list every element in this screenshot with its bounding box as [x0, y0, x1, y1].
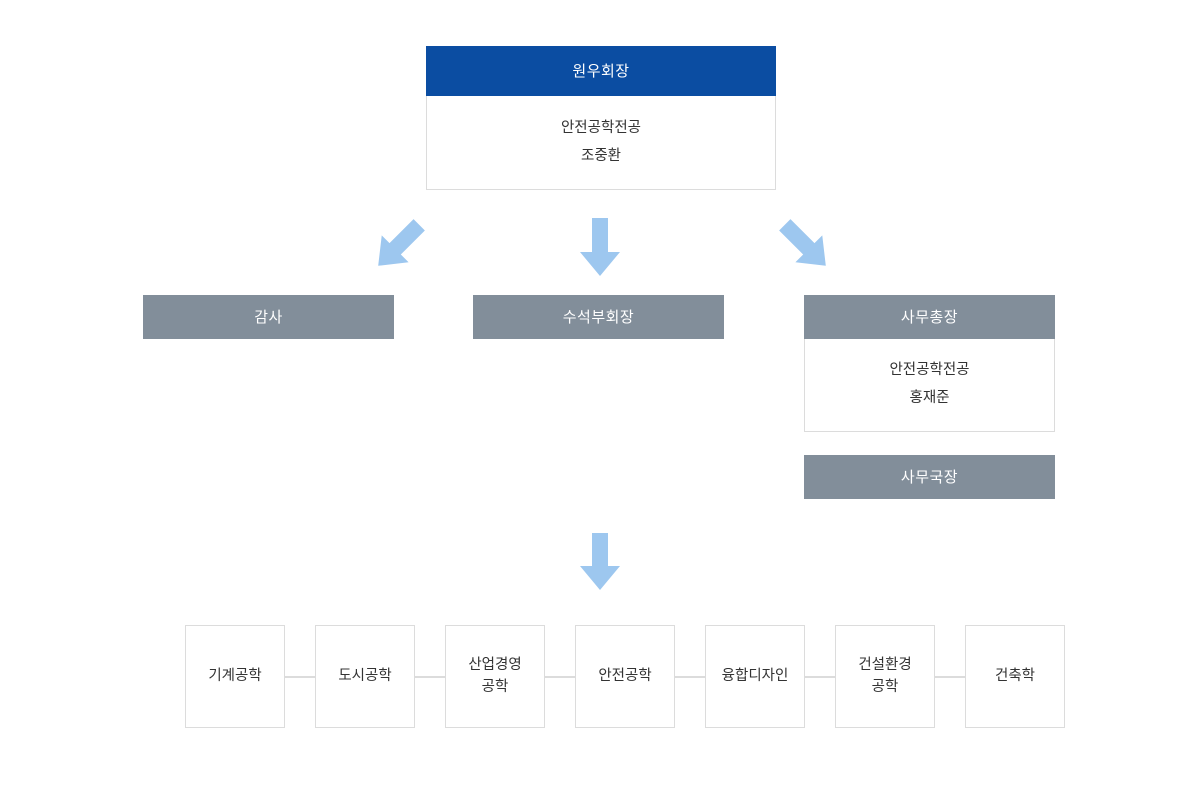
president-major: 안전공학전공 — [560, 119, 642, 136]
department-box[interactable]: 건축학 — [965, 625, 1065, 728]
department-label: 안전공학 — [598, 667, 652, 684]
office-director-title: 사무국장 — [804, 455, 1055, 499]
arrow-to-departments — [579, 533, 621, 591]
department-box[interactable]: 도시공학 — [315, 625, 415, 728]
president-title: 원우회장 — [426, 46, 776, 96]
auditor-title: 감사 — [143, 295, 394, 339]
node-office-director[interactable]: 사무국장 — [804, 455, 1055, 499]
node-vice-president[interactable]: 수석부회장 — [473, 295, 724, 339]
arrow-to-auditor — [368, 216, 428, 276]
president-body: 안전공학전공 조중환 — [426, 96, 776, 190]
secretary-general-name: 홍재준 — [909, 390, 950, 406]
department-label: 도시공학 — [338, 667, 392, 684]
department-box[interactable]: 기계공학 — [185, 625, 285, 728]
node-secretary-general[interactable]: 사무총장 안전공학전공 홍재준 — [804, 295, 1055, 432]
department-label: 건축학 — [994, 667, 1036, 684]
department-connector — [415, 675, 445, 678]
department-box[interactable]: 융합디자인 — [705, 625, 805, 728]
department-connector — [675, 675, 705, 678]
arrow-to-secretary-general — [776, 216, 836, 276]
department-label: 융합디자인 — [721, 667, 789, 684]
department-connector — [935, 675, 965, 678]
arrow-to-vice-president — [579, 218, 621, 278]
secretary-general-major: 안전공학전공 — [889, 362, 970, 379]
department-connector — [545, 675, 575, 678]
department-label: 기계공학 — [208, 667, 262, 684]
president-name: 조중환 — [580, 147, 622, 164]
node-auditor[interactable]: 감사 — [143, 295, 394, 339]
department-connector — [805, 675, 835, 678]
department-connector — [285, 675, 315, 678]
vice-president-title: 수석부회장 — [473, 295, 724, 339]
secretary-general-body: 안전공학전공 홍재준 — [804, 339, 1055, 432]
secretary-general-title: 사무총장 — [804, 295, 1055, 339]
department-box[interactable]: 안전공학 — [575, 625, 675, 728]
node-president[interactable]: 원우회장 안전공학전공 조중환 — [426, 46, 776, 190]
